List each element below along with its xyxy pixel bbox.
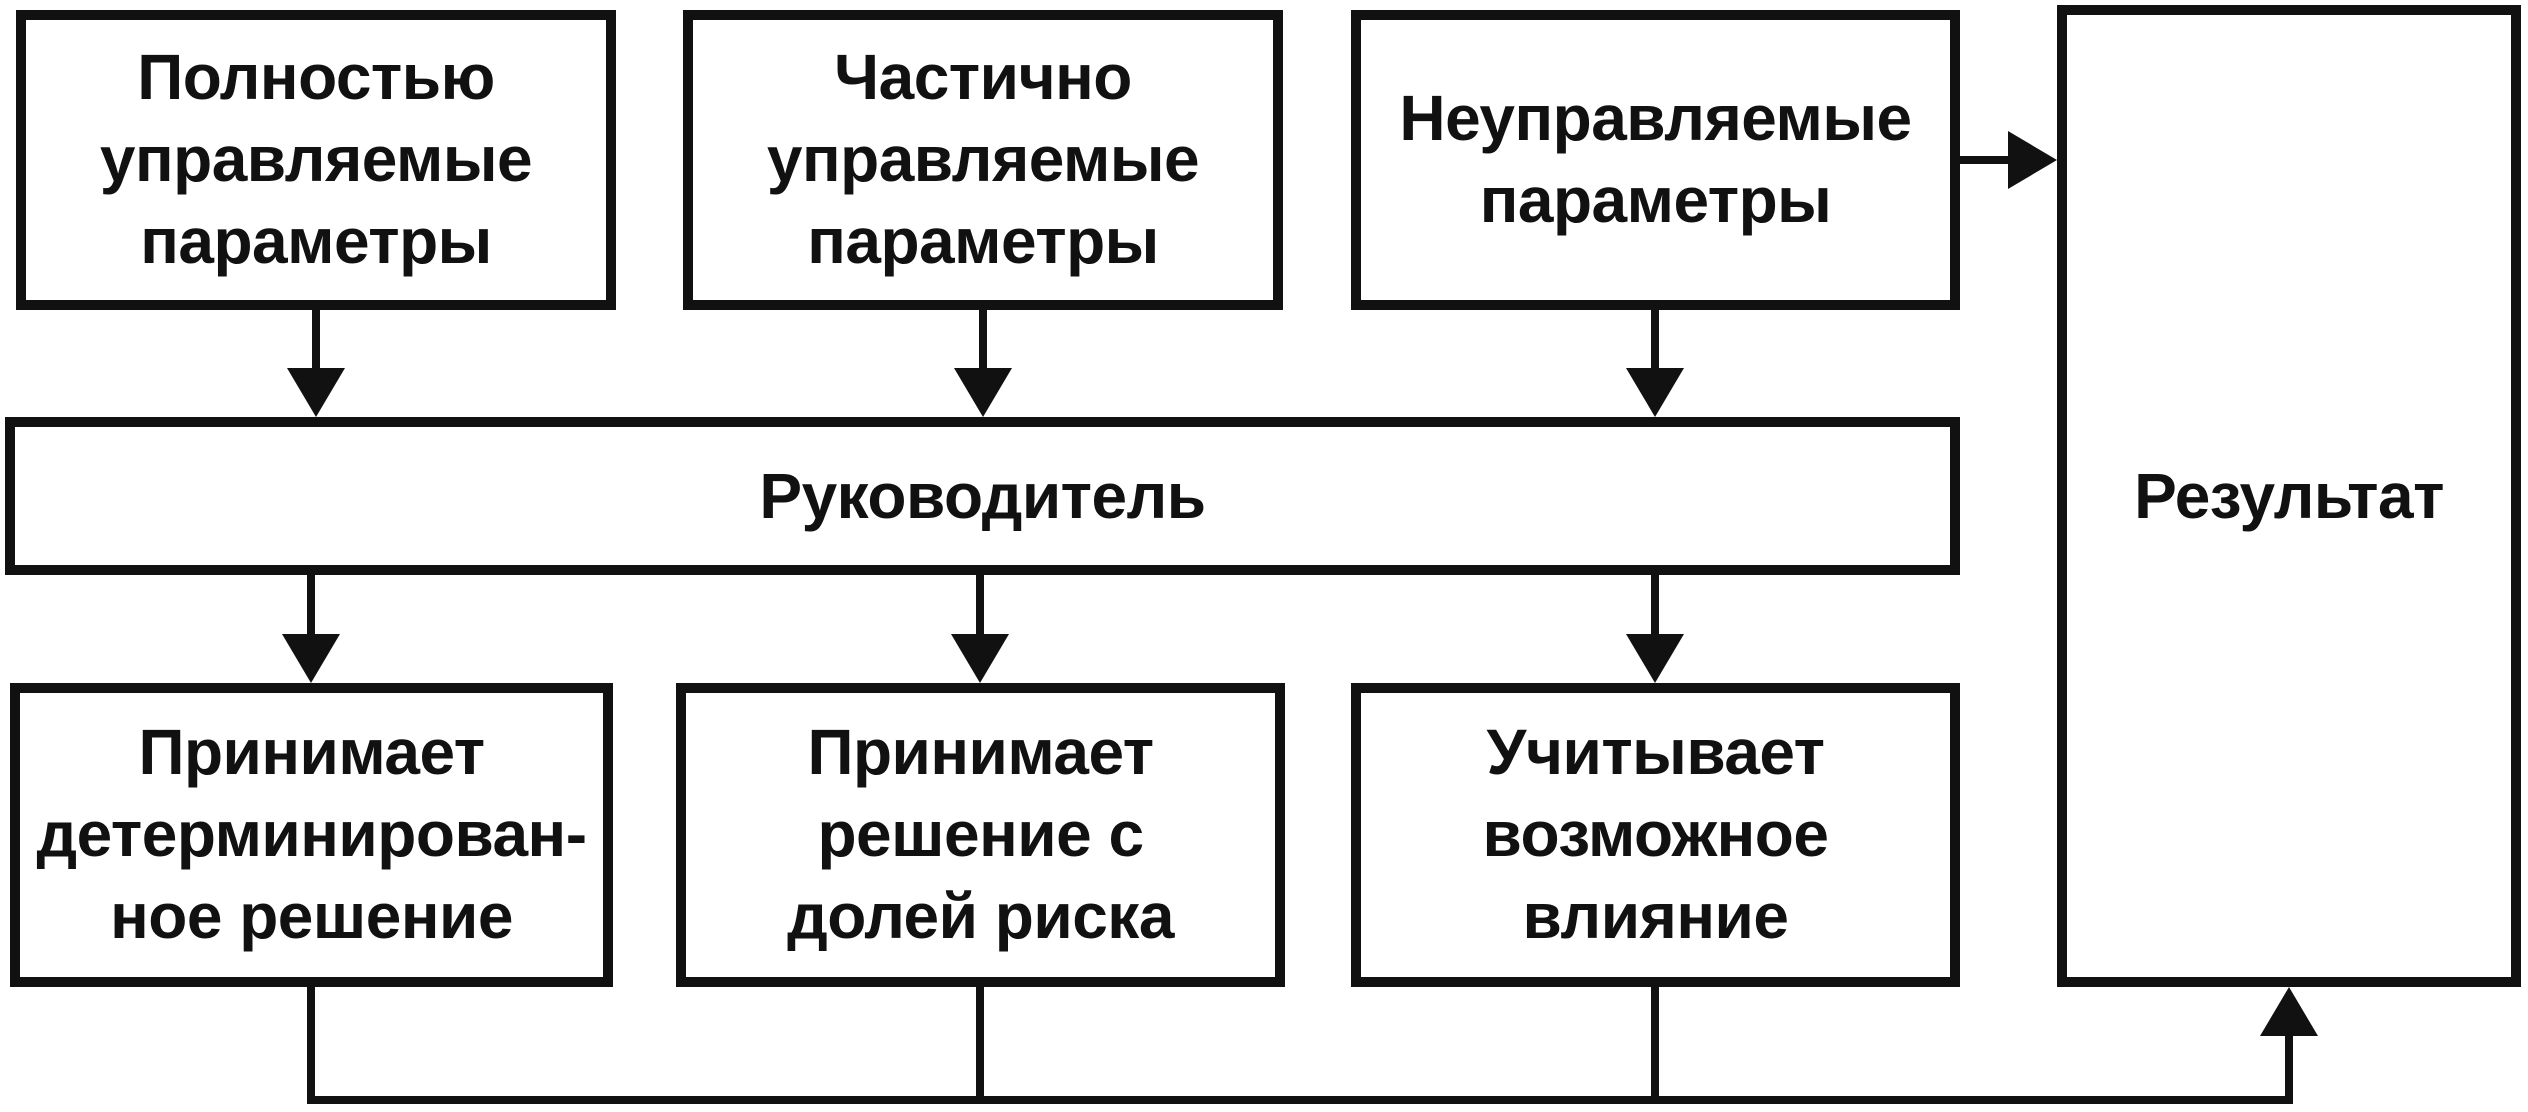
- manager-label: Руководитель: [759, 460, 1206, 532]
- deterministic-decision-box: Принимает детерминирован- ное решение: [10, 683, 613, 987]
- fully-controlled-parameters-box: Полностью управляемые параметры: [16, 10, 616, 310]
- feedback-line-to-result: [307, 987, 2318, 1104]
- result-box: Результат: [2057, 5, 2521, 987]
- uncontrolled-parameters-box: Неуправляемые параметры: [1351, 10, 1960, 310]
- partially-controlled-parameters-label: Частично управляемые параметры: [766, 41, 1200, 277]
- uncontrolled-parameters-label: Неуправляемые параметры: [1399, 82, 1912, 236]
- arrow-full-to-manager: [287, 310, 345, 417]
- arrow-manager-to-influence: [1626, 575, 1684, 683]
- partially-controlled-parameters-box: Частично управляемые параметры: [683, 10, 1283, 310]
- arrow-manager-to-risk: [951, 575, 1009, 683]
- arrow-partial-to-manager: [954, 310, 1012, 417]
- arrow-manager-to-deterministic: [282, 575, 340, 683]
- possible-influence-label: Учитывает возможное влияние: [1482, 716, 1829, 952]
- arrow-uncontrolled-to-manager: [1626, 310, 1684, 417]
- risk-decision-box: Принимает решение с долей риска: [676, 683, 1285, 987]
- manager-box: Руководитель: [5, 417, 1960, 575]
- deterministic-decision-label: Принимает детерминирован- ное решение: [36, 716, 588, 952]
- possible-influence-box: Учитывает возможное влияние: [1351, 683, 1960, 987]
- fully-controlled-parameters-label: Полностью управляемые параметры: [99, 41, 533, 277]
- arrow-uncontrolled-to-result: [1960, 131, 2057, 189]
- risk-decision-label: Принимает решение с долей риска: [787, 716, 1174, 952]
- result-label: Результат: [2134, 460, 2444, 532]
